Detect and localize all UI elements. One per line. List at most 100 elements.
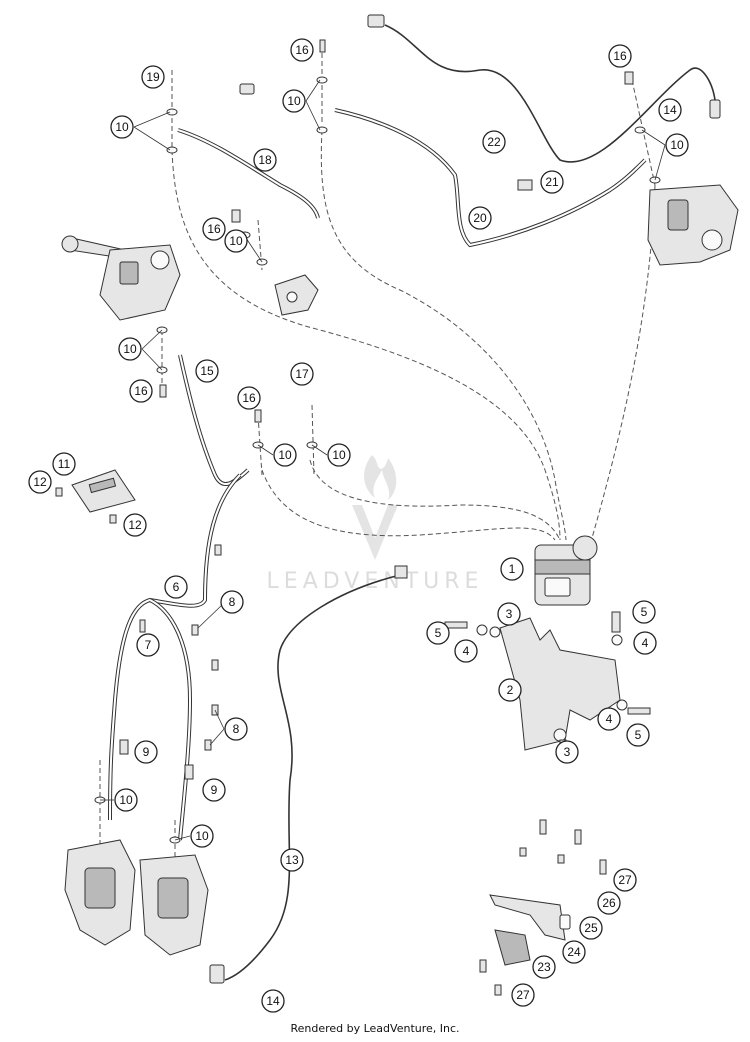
fittings	[55, 14, 721, 996]
callout-12: 12	[28, 470, 52, 494]
callout-24: 24	[562, 940, 586, 964]
svg-text:10: 10	[119, 793, 133, 807]
callout-18: 18	[253, 148, 277, 172]
front-calipers	[64, 839, 209, 956]
callout-10: 10	[114, 788, 138, 812]
callout-16: 16	[608, 44, 632, 68]
sensor-cable-13	[224, 574, 401, 981]
svg-text:16: 16	[134, 384, 148, 398]
callout-16: 16	[290, 38, 314, 62]
callout-3: 3	[555, 740, 579, 764]
svg-text:3: 3	[506, 607, 513, 621]
svg-text:25: 25	[584, 921, 598, 935]
callout-9: 9	[134, 740, 158, 764]
svg-text:4: 4	[642, 636, 649, 650]
svg-text:5: 5	[435, 626, 442, 640]
svg-text:14: 14	[663, 103, 677, 117]
svg-text:16: 16	[242, 391, 256, 405]
leader-lines	[100, 79, 666, 841]
svg-text:24: 24	[567, 945, 581, 959]
svg-text:17: 17	[295, 367, 309, 381]
svg-text:10: 10	[332, 448, 346, 462]
svg-text:10: 10	[278, 448, 292, 462]
svg-text:10: 10	[123, 342, 137, 356]
svg-text:16: 16	[613, 49, 627, 63]
svg-text:5: 5	[641, 605, 648, 619]
rear-master-cylinder	[274, 274, 319, 316]
svg-text:1: 1	[509, 562, 516, 576]
callout-10: 10	[118, 337, 142, 361]
callout-10: 10	[190, 824, 214, 848]
callout-27: 27	[613, 868, 637, 892]
callout-12: 12	[123, 513, 147, 537]
callout-7: 7	[136, 633, 160, 657]
svg-text:23: 23	[537, 960, 551, 974]
callout-10: 10	[273, 443, 297, 467]
callout-10: 10	[110, 115, 134, 139]
dashed-routes	[99, 45, 656, 870]
callout-4: 4	[597, 707, 621, 731]
svg-text:27: 27	[516, 988, 530, 1002]
svg-text:16: 16	[295, 43, 309, 57]
svg-text:4: 4	[463, 644, 470, 658]
callout-8: 8	[220, 590, 244, 614]
callout-11: 11	[52, 452, 76, 476]
callout-15: 15	[195, 359, 219, 383]
svg-text:10: 10	[670, 138, 684, 152]
callout-21: 21	[540, 170, 564, 194]
svg-text:13: 13	[285, 853, 299, 867]
svg-text:18: 18	[258, 153, 272, 167]
callout-19: 19	[141, 65, 165, 89]
abs-unit-1	[534, 535, 598, 606]
brake-hoses	[108, 24, 716, 981]
svg-text:6: 6	[173, 580, 180, 594]
callout-10: 10	[224, 229, 248, 253]
svg-text:21: 21	[545, 175, 559, 189]
callout-16: 16	[237, 386, 261, 410]
svg-text:27: 27	[618, 873, 632, 887]
callout-9: 9	[202, 778, 226, 802]
callout-13: 13	[280, 848, 304, 872]
svg-text:22: 22	[487, 135, 501, 149]
callout-5: 5	[426, 621, 450, 645]
callout-20: 20	[468, 206, 492, 230]
rear-brake-caliper	[647, 184, 739, 266]
watermark-logo: LEADVENTURE	[267, 455, 484, 594]
callout-3: 3	[497, 602, 521, 626]
callout-6: 6	[164, 575, 188, 599]
svg-text:2: 2	[507, 683, 514, 697]
svg-text:7: 7	[145, 638, 152, 652]
callout-1: 1	[500, 557, 524, 581]
bracket-11	[71, 469, 136, 513]
svg-text:10: 10	[195, 829, 209, 843]
callout-16: 16	[129, 379, 153, 403]
sensor-bracket-23	[489, 894, 571, 966]
svg-text:12: 12	[128, 518, 142, 532]
callout-5: 5	[632, 600, 656, 624]
callout-4: 4	[633, 631, 657, 655]
hose-18	[177, 128, 320, 219]
callout-2: 2	[498, 678, 522, 702]
callout-4: 4	[454, 639, 478, 663]
callout-26: 26	[597, 891, 621, 915]
callout-5: 5	[626, 723, 650, 747]
svg-text:9: 9	[143, 745, 150, 759]
callout-10: 10	[282, 89, 306, 113]
svg-text:10: 10	[287, 94, 301, 108]
watermark-text: LEADVENTURE	[267, 569, 484, 594]
callout-16: 16	[202, 217, 226, 241]
svg-text:15: 15	[200, 364, 214, 378]
callout-8: 8	[224, 717, 248, 741]
hose-20	[334, 108, 647, 248]
callout-10: 10	[327, 443, 351, 467]
callout-17: 17	[290, 362, 314, 386]
callout-22: 22	[482, 130, 506, 154]
footer-credit: Rendered by LeadVenture, Inc.	[290, 1022, 460, 1035]
svg-text:10: 10	[229, 234, 243, 248]
svg-text:8: 8	[229, 595, 236, 609]
svg-text:12: 12	[33, 475, 47, 489]
svg-text:3: 3	[564, 745, 571, 759]
svg-text:9: 9	[211, 783, 218, 797]
svg-text:16: 16	[207, 222, 221, 236]
